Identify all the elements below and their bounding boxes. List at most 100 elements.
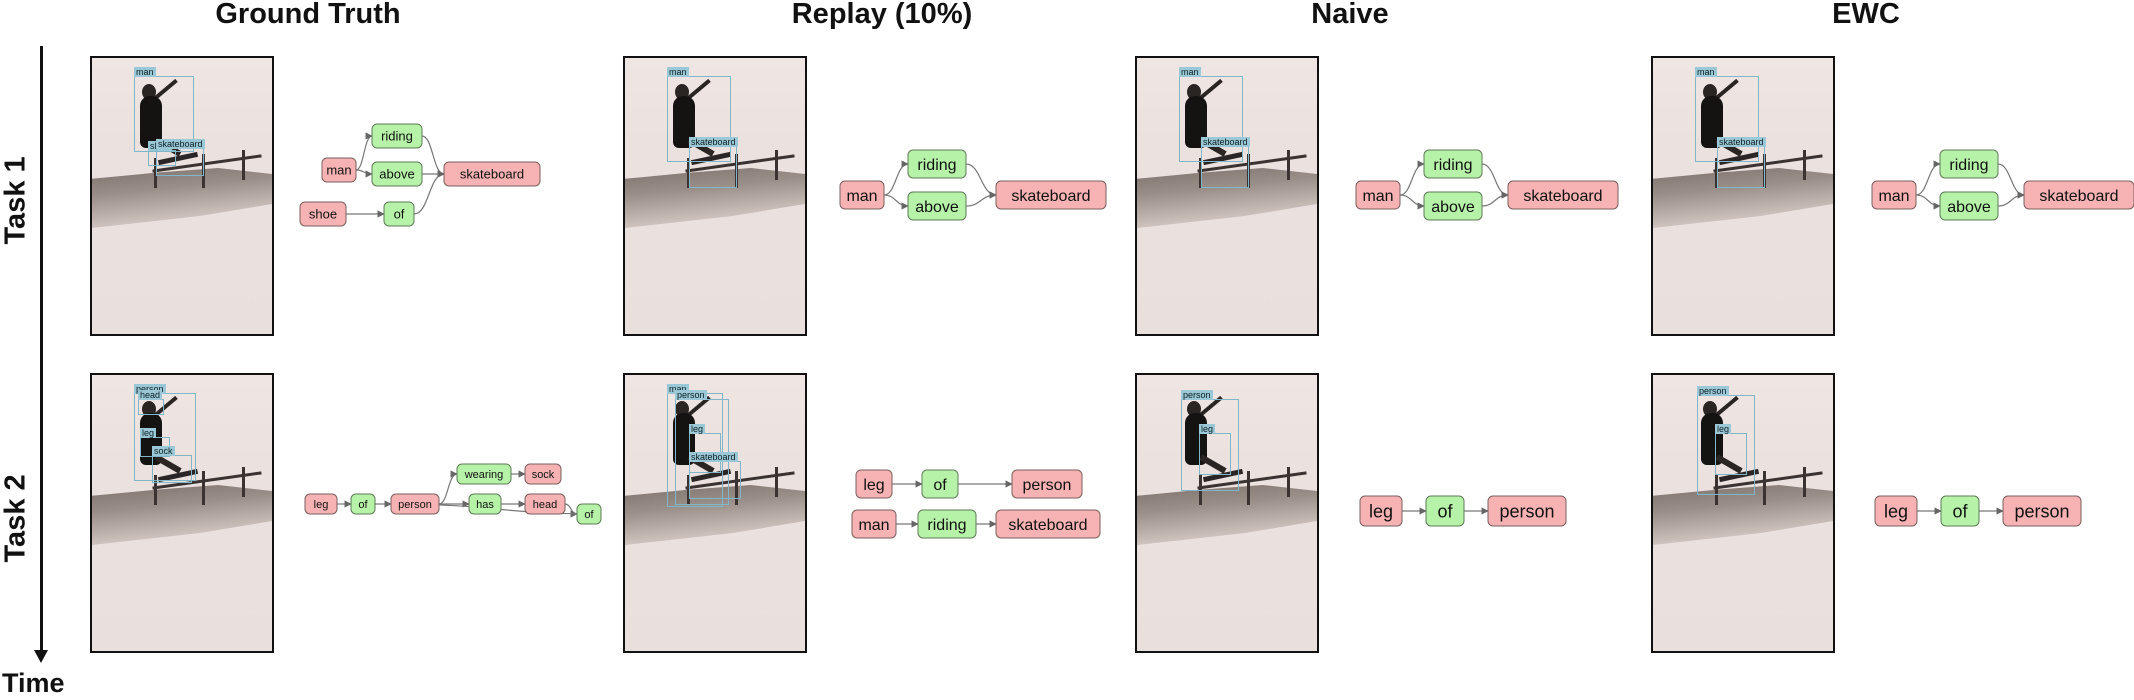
predicate-node-riding: riding (917, 509, 977, 539)
entity-node-skateboard: skateboard (995, 509, 1101, 539)
node-box (2002, 495, 2082, 527)
node-box (1871, 180, 1917, 210)
node-label: person (1499, 501, 1554, 521)
entity-node-man: man (851, 509, 897, 539)
node-label: man (326, 163, 351, 178)
entity-node-skateboard: skateboard (1507, 180, 1619, 210)
predicate-node-riding: riding (907, 149, 967, 179)
bounding-box-label: skateboard (689, 452, 738, 462)
bounding-box-label: leg (1715, 424, 1732, 434)
node-label: head (533, 499, 557, 511)
photo-detail (1701, 96, 1723, 148)
node-label: leg (314, 499, 329, 511)
photo-detail (673, 96, 695, 148)
bounding-box-label: sock (152, 446, 175, 456)
photo-detail (1715, 158, 1718, 188)
predicate-node-of: of (350, 493, 376, 515)
graph-edge (413, 170, 445, 215)
photo-detail (735, 471, 738, 505)
node-box (2023, 180, 2134, 210)
node-box (1874, 495, 1918, 527)
photo-detail (1803, 150, 1806, 180)
node-label: person (398, 499, 432, 511)
bounding-box (156, 148, 204, 176)
node-box (855, 469, 893, 499)
entity-node-person: person (2002, 495, 2082, 527)
bounding-box (1201, 146, 1249, 188)
node-box (839, 180, 885, 210)
graph-edge (438, 470, 458, 505)
predicate-node-of: of (1425, 495, 1465, 527)
graph-edge (1915, 194, 1941, 210)
time-axis-line (40, 46, 43, 652)
node-label: above (915, 199, 959, 216)
entity-node-sock: sock (524, 463, 562, 485)
graph-edge (421, 135, 445, 178)
node-box (1425, 495, 1465, 527)
bounding-box-label: man (667, 67, 689, 77)
entity-node-leg: leg (855, 469, 893, 499)
entity-node-shoe: shoe (299, 201, 347, 227)
node-label: riding (927, 517, 966, 534)
node-box (524, 493, 566, 515)
photo-detail (1715, 475, 1718, 505)
bounding-box-label: leg (689, 424, 706, 434)
photo-detail (1803, 467, 1806, 497)
node-label: above (1431, 199, 1475, 216)
photo-detail (154, 158, 157, 188)
photo-detail (154, 475, 157, 505)
graph-edge (1915, 160, 1941, 196)
node-box (1487, 495, 1567, 527)
node-box (371, 161, 423, 187)
node-label: wearing (464, 469, 504, 481)
photo-detail (242, 150, 245, 180)
entity-node-skateboard: skateboard (2023, 180, 2134, 210)
node-label: skateboard (2039, 188, 2118, 205)
bounding-box (667, 76, 731, 162)
node-label: above (1947, 199, 1991, 216)
photo-detail (1287, 150, 1290, 180)
column-title-naive: Naive (1311, 0, 1389, 30)
node-box (456, 463, 512, 485)
node-box (1939, 191, 1999, 221)
node-label: man (846, 188, 877, 205)
graph-edge (1997, 163, 2025, 199)
bounding-box (689, 146, 737, 188)
node-box (1939, 149, 1999, 179)
node-label: above (379, 167, 414, 182)
node-box (524, 463, 562, 485)
node-label: leg (1369, 501, 1393, 521)
predicate-node-of: of (1940, 495, 1980, 527)
predicate-node-of: of (921, 469, 959, 499)
bounding-box-label: man (667, 384, 689, 394)
node-label: of (933, 477, 947, 494)
node-box (995, 509, 1101, 539)
photo-detail (1199, 158, 1202, 188)
entity-node-skateboard: skateboard (995, 180, 1107, 210)
node-label: person (2014, 501, 2069, 521)
photo-detail (92, 168, 272, 228)
bounding-box-label: person (134, 384, 166, 394)
bounding-box (1717, 146, 1765, 188)
bounding-box-label: head (138, 390, 163, 400)
bounding-box-label: man (1179, 67, 1201, 77)
node-label: leg (1884, 501, 1908, 521)
bounding-box-label: leg (1199, 424, 1216, 434)
time-axis-label: Time (2, 668, 65, 698)
node-box (1940, 495, 1980, 527)
node-label: man (1362, 188, 1393, 205)
predicate-node-above: above (1939, 191, 1999, 221)
node-box (468, 493, 502, 515)
node-label: skateboard (1523, 188, 1602, 205)
node-box (390, 493, 440, 515)
photo-detail (775, 150, 778, 180)
bounding-box (689, 461, 741, 499)
node-label: riding (1949, 157, 1988, 174)
bounding-box-label: leg (140, 428, 157, 438)
bounding-box-label: skateboard (1717, 137, 1766, 147)
predicate-node-has: has (468, 493, 502, 515)
scene-graph-naive-task-2: leg of person (1359, 495, 1567, 527)
